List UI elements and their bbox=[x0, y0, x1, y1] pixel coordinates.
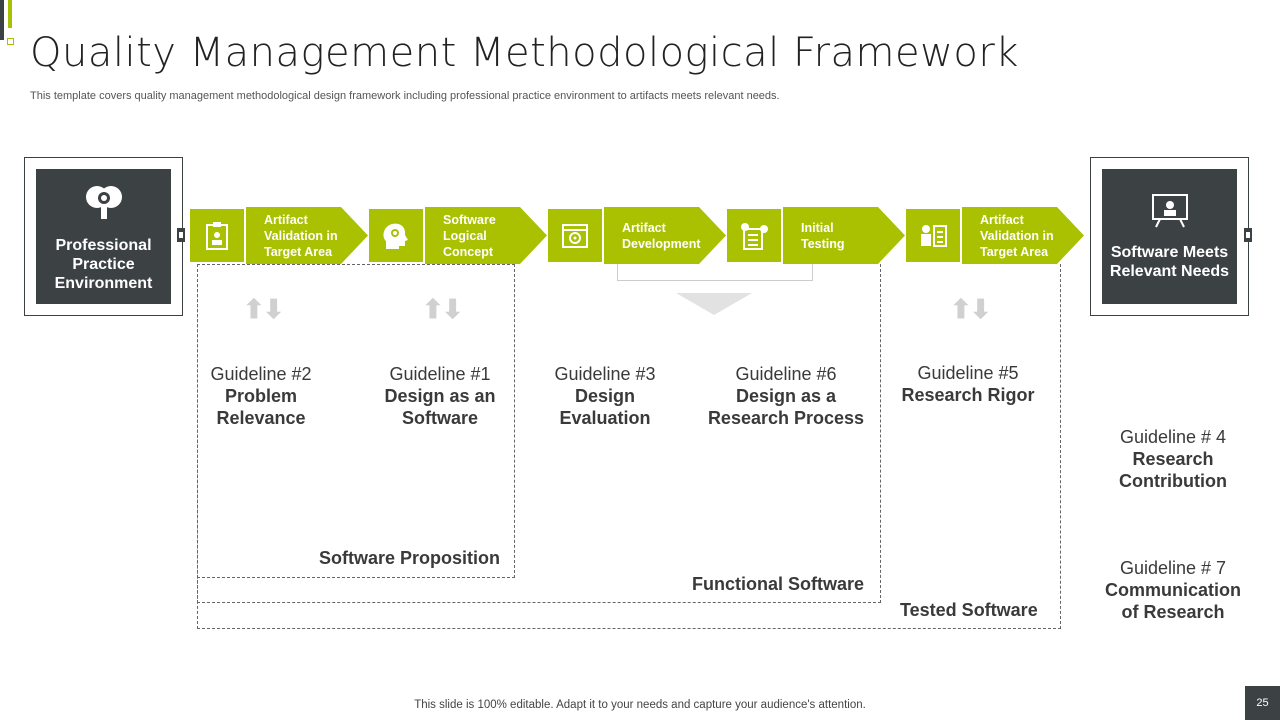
guideline-name: Research Contribution bbox=[1119, 449, 1227, 491]
left-box-frame: Professional Practice Environment bbox=[24, 157, 183, 316]
guideline-name: Problem Relevance bbox=[216, 386, 306, 428]
guideline-number: Guideline #6 bbox=[735, 364, 837, 384]
right-box-label: Software Meets Relevant Needs bbox=[1109, 244, 1230, 280]
left-connector bbox=[177, 228, 185, 242]
left-box: Professional Practice Environment bbox=[36, 169, 171, 304]
person-checklist-icon bbox=[906, 209, 960, 262]
guideline-number: Guideline #3 bbox=[554, 364, 656, 384]
guideline-number: Guideline # 7 bbox=[1119, 558, 1227, 578]
accent-bar-green bbox=[8, 0, 12, 28]
slide-title: Quality Management Methodological Framew… bbox=[30, 30, 1019, 76]
right-box: Software Meets Relevant Needs bbox=[1102, 169, 1237, 304]
brain-gear-icon bbox=[82, 181, 126, 236]
guideline-name: Design as an Software bbox=[384, 386, 496, 428]
footer-note: This slide is 100% editable. Adapt it to… bbox=[414, 699, 866, 711]
guideline-number: Guideline #2 bbox=[210, 364, 312, 384]
accent-bar-dark bbox=[0, 0, 4, 40]
guideline-4: Guideline # 4 Research Contribution bbox=[1088, 426, 1258, 492]
guideline-name: Design Evaluation bbox=[559, 386, 651, 428]
guideline-name: Design as a Research Process bbox=[707, 386, 865, 428]
right-connector bbox=[1244, 228, 1252, 242]
right-box-frame: Software Meets Relevant Needs bbox=[1090, 157, 1249, 316]
step-4-label: Initial Testing bbox=[801, 221, 845, 251]
up-down-arrows-icon: ⬆⬇ bbox=[422, 294, 464, 324]
guideline-6: Guideline #6 Design as a Research Proces… bbox=[696, 363, 876, 429]
guideline-number: Guideline #1 bbox=[389, 364, 491, 384]
up-down-arrows-icon: ⬆⬇ bbox=[243, 294, 285, 324]
tested-software-boundary bbox=[197, 264, 1061, 629]
guideline-number: Guideline # 4 bbox=[1119, 427, 1227, 447]
presentation-board-icon bbox=[1150, 192, 1190, 243]
guideline-number: Guideline #5 bbox=[917, 363, 1019, 383]
guideline-7: Guideline # 7 Communication of Research bbox=[1088, 557, 1258, 623]
checklist-gear-icon bbox=[727, 209, 781, 262]
head-gears-icon bbox=[369, 209, 423, 262]
step-3: Artifact Development bbox=[548, 207, 728, 264]
step-5: Artifact Validation in Target Area bbox=[906, 207, 1086, 264]
tested-software-label: Tested Software bbox=[900, 600, 1038, 620]
accent-square bbox=[7, 38, 14, 45]
step-2: Software Logical Concept bbox=[369, 207, 549, 264]
guideline-name: Communication of Research bbox=[1104, 580, 1241, 622]
slide-subtitle: This template covers quality management … bbox=[30, 90, 780, 102]
step-1: Artifact Validation in Target Area bbox=[190, 207, 370, 264]
guideline-2: Guideline #2 Problem Relevance bbox=[186, 363, 336, 429]
bracket-line bbox=[617, 264, 813, 281]
step-1-label: Artifact Validation in Target Area bbox=[264, 213, 338, 259]
functional-software-label: Functional Software bbox=[692, 574, 865, 594]
step-5-label: Artifact Validation in Target Area bbox=[980, 213, 1054, 259]
guideline-5: Guideline #5 Research Rigor bbox=[888, 362, 1048, 406]
software-proposition-label: Software Proposition bbox=[319, 548, 501, 568]
guideline-name: Research Rigor bbox=[901, 385, 1035, 405]
step-2-label: Software Logical Concept bbox=[443, 213, 496, 259]
left-box-label: Professional Practice Environment bbox=[54, 236, 153, 292]
clipboard-user-icon bbox=[190, 209, 244, 262]
guideline-3: Guideline #3 Design Evaluation bbox=[530, 363, 680, 429]
step-4: Initial Testing bbox=[727, 207, 907, 264]
down-triangle bbox=[676, 293, 752, 315]
step-3-label: Artifact Development bbox=[622, 221, 701, 251]
up-down-arrows-icon: ⬆⬇ bbox=[950, 294, 992, 324]
page-number: 25 bbox=[1245, 686, 1280, 720]
guideline-1: Guideline #1 Design as an Software bbox=[365, 363, 515, 429]
browser-gear-icon bbox=[548, 209, 602, 262]
